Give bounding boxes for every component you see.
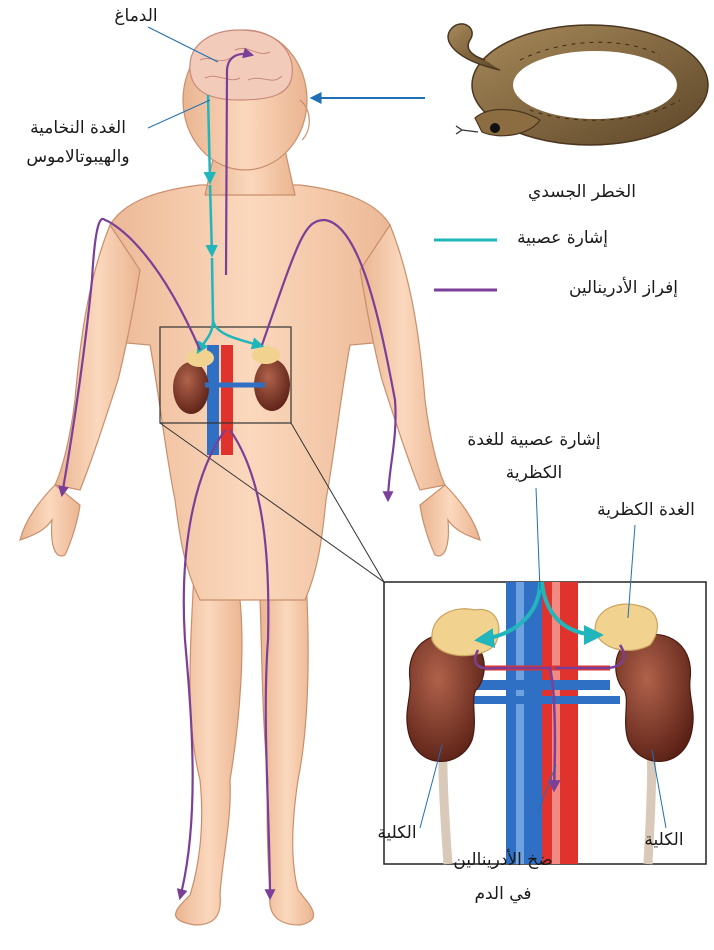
- label-brain: الدماغ: [114, 6, 157, 26]
- adrenal-gland-icon: [595, 604, 657, 650]
- brain-icon: [190, 30, 292, 100]
- inset-panel: [384, 582, 706, 864]
- label-pump-1: ضخ الأدرينالين: [453, 850, 552, 870]
- legend-adrenaline-label: إفراز الأدرينالين: [569, 278, 678, 298]
- label-nerve-adrenal-1: إشارة عصبية للغدة: [467, 430, 600, 450]
- adrenal-gland-icon: [432, 609, 499, 656]
- label-kidney-right: الكلية: [644, 830, 683, 850]
- label-kidney-left: الكلية: [377, 823, 416, 843]
- snake-icon: [448, 24, 708, 145]
- label-nerve-adrenal-2: الكظرية: [506, 463, 562, 483]
- label-pump-2: في الدم: [474, 884, 531, 904]
- label-pituitary-2: والهيبوتالاموس: [26, 147, 129, 167]
- legend-nerve-label: إشارة عصبية: [517, 228, 608, 248]
- label-pituitary-1: الغدة النخامية: [30, 118, 126, 138]
- label-adrenal-gland: الغدة الكظرية: [597, 500, 695, 520]
- label-danger: الخطر الجسدي: [528, 182, 636, 202]
